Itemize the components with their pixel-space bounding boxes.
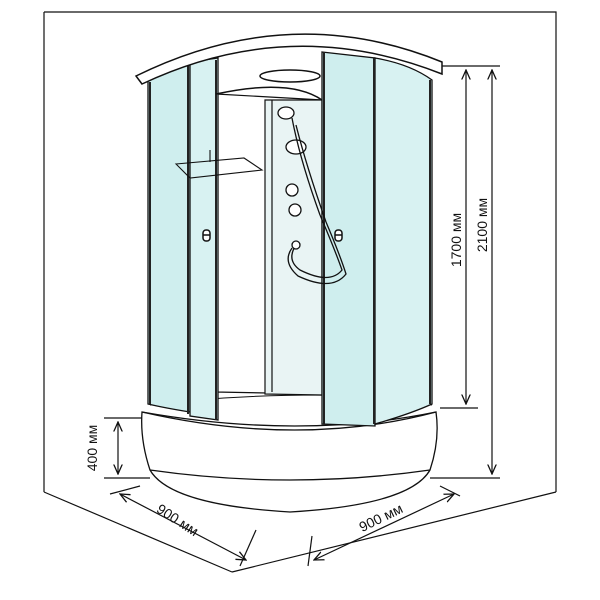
- dimension-tray-height: [104, 417, 150, 479]
- shower-tray: [141, 411, 438, 513]
- label-depth-left: 900 мм: [154, 500, 202, 539]
- left-glass-panels: [147, 57, 219, 421]
- dimension-width-right: [307, 485, 461, 567]
- dimension-depth-left: [109, 485, 257, 567]
- door-handles: [202, 229, 343, 242]
- back-panel: [215, 93, 323, 396]
- label-width-right: 900 мм: [356, 500, 405, 535]
- dimension-total-height: [430, 65, 500, 479]
- cabin-roof: [134, 33, 443, 101]
- shower-head-and-hose: [277, 106, 347, 285]
- dimension-cabin-height: [440, 65, 478, 409]
- right-glass-panels: [321, 51, 433, 427]
- glass-shelf: [174, 150, 264, 179]
- label-tray-height: 400 мм: [84, 425, 100, 472]
- label-total-height: 2100 мм: [474, 198, 490, 252]
- label-cabin-height: 1700 мм: [448, 213, 464, 267]
